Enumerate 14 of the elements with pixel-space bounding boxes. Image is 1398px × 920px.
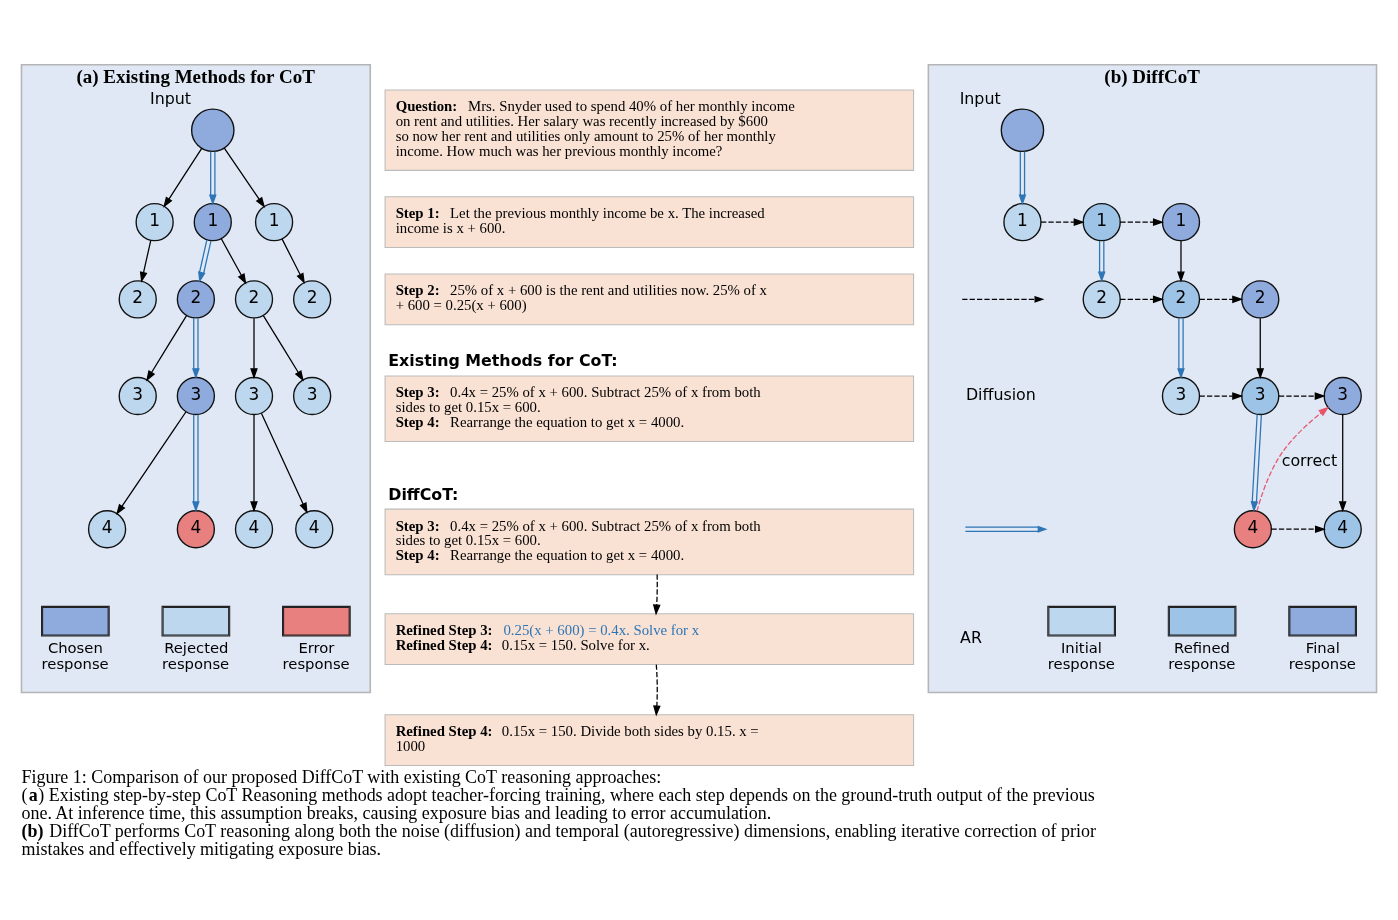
node-label: Input [149, 88, 192, 108]
legend-label: Initial response [1047, 639, 1115, 672]
node-label: DiffCoT: [388, 484, 459, 504]
node-label: Input [959, 88, 1001, 108]
legend-label: AR [960, 627, 982, 647]
legend-label: Diffusion [965, 384, 1036, 404]
legend-label: Rejected response [162, 639, 230, 672]
node-label: Existing Methods for CoT: [388, 351, 618, 371]
legend-label: Chosen response [41, 639, 109, 672]
legend-label: Error response [282, 639, 350, 672]
legend-label: Final response [1288, 639, 1356, 672]
edge-label: correct [1281, 451, 1338, 471]
caption: Figure 1: Comparison of our proposed DiffCoT with existing CoT reasoning approaches: (a) Existing step-by-step CoT Reasoning methods adopt teacher-forcing training, where each step depends on the ground-truth output of the previous one. At inference time, this assumption breaks, causing exposure bias and leading to error accumulation. (b) DiffCoT performs CoT reasoning along both the noise (diffusion) and temporal (autoregressive) dimensions, enabling iterative correction of prior mistakes and effectively mitigating exposure bias. [21, 767, 1096, 859]
legend-label: Refined response [1168, 639, 1236, 672]
